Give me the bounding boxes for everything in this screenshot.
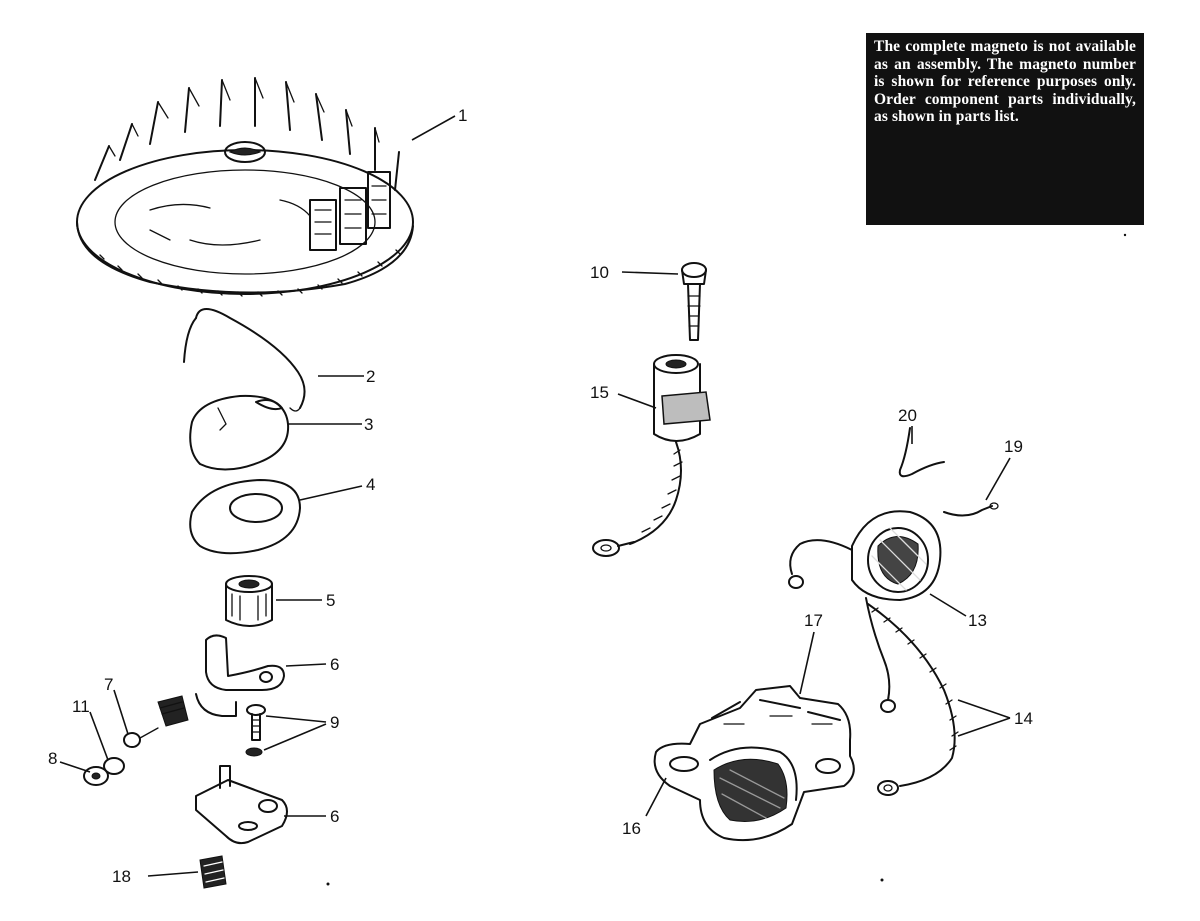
bushing-part-5 [225, 575, 322, 627]
callout-3: 3 [364, 415, 373, 434]
callout-20: 20 [898, 406, 917, 425]
speck [880, 878, 884, 882]
housing-part-16 [645, 685, 855, 842]
coil-part-13 [788, 510, 967, 713]
base-plate-part-6-lower [195, 765, 326, 845]
callout-18: 18 [112, 867, 131, 886]
speck [326, 882, 330, 886]
callout-7: 7 [104, 675, 113, 694]
speck [1123, 233, 1127, 237]
cover-part-3 [189, 394, 362, 471]
callout-6-lower: 6 [330, 807, 339, 826]
screw-part-9 [245, 704, 327, 757]
callout-14: 14 [1014, 709, 1033, 728]
callout-5: 5 [326, 591, 335, 610]
condenser-part-15 [592, 354, 711, 557]
callout-17: 17 [804, 611, 823, 630]
terminal-part-7 [123, 727, 159, 748]
callout-1: 1 [458, 106, 467, 125]
callout-15: 15 [590, 383, 609, 402]
nut-part-8 [83, 766, 109, 786]
callout-9: 9 [330, 713, 339, 732]
callout-10: 10 [590, 263, 609, 282]
wire-clip-part-20 [898, 426, 945, 478]
screw-part-10 [621, 262, 707, 341]
ground-wire-part-19 [943, 457, 1011, 517]
washer-part-11 [103, 757, 125, 775]
callout-6-upper: 6 [330, 655, 339, 674]
callout-19: 19 [1004, 437, 1023, 456]
breaker-arm-part-6-upper [157, 634, 327, 727]
gasket-part-4 [189, 479, 363, 555]
callout-4: 4 [366, 475, 375, 494]
clip-part-18 [147, 855, 227, 889]
callout-16: 16 [622, 819, 641, 838]
flywheel-part-1 [76, 77, 456, 297]
callout-2: 2 [366, 367, 375, 386]
availability-note: The complete magneto is not available as… [866, 33, 1144, 225]
callout-8: 8 [48, 749, 57, 768]
spring-wire-part-2 [183, 308, 364, 412]
callout-13: 13 [968, 611, 987, 630]
callout-11: 11 [72, 697, 90, 716]
ground-lead-part-14 [867, 603, 1011, 796]
